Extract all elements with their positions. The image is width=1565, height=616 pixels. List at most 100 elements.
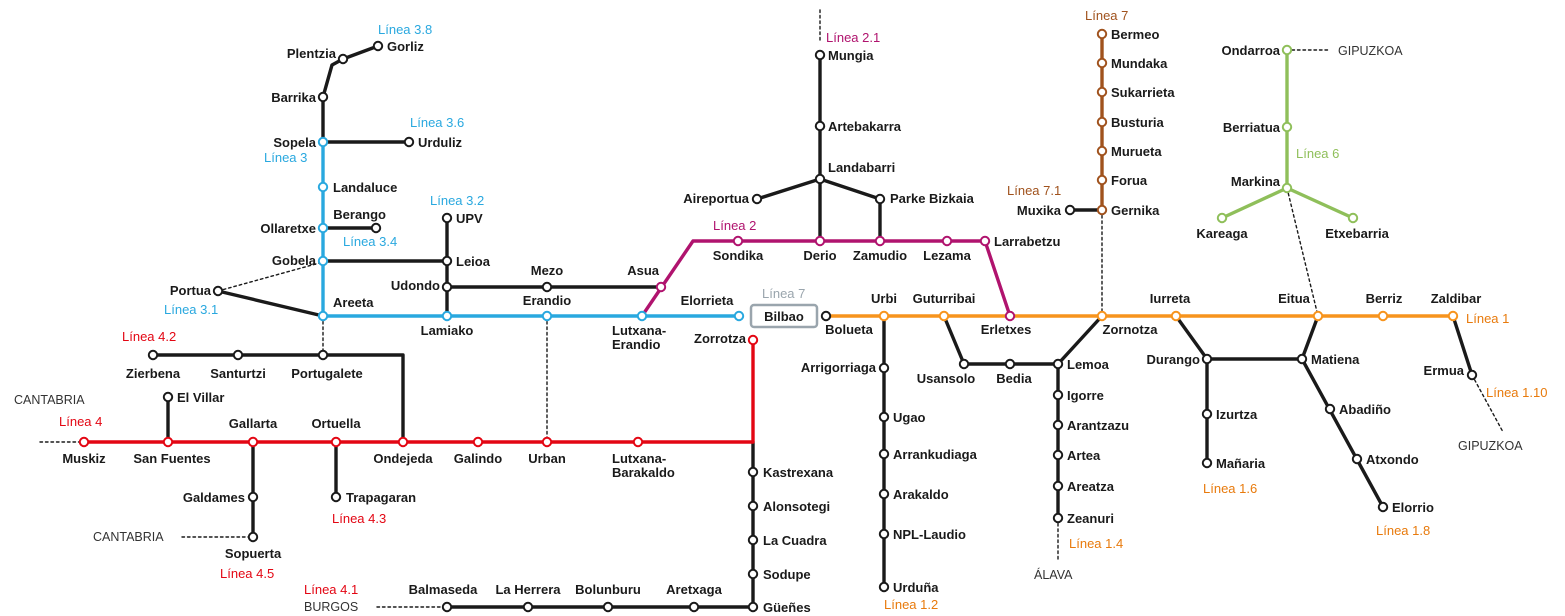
- station-igorre[interactable]: [1052, 389, 1064, 401]
- station-sondika[interactable]: [732, 235, 744, 247]
- station-lutxana-barakaldo[interactable]: [632, 436, 644, 448]
- station-ugao[interactable]: [878, 411, 890, 423]
- station-ondarroa[interactable]: [1281, 44, 1293, 56]
- station-aretxaga[interactable]: [688, 601, 700, 613]
- station-berango[interactable]: [370, 222, 382, 234]
- station-zaldibar[interactable]: [1447, 310, 1459, 322]
- station-artea[interactable]: [1052, 449, 1064, 461]
- station-lamiako[interactable]: [441, 310, 453, 322]
- station-parke-bizkaia[interactable]: [874, 193, 886, 205]
- station-erletxes[interactable]: [1004, 310, 1016, 322]
- station-zeanuri[interactable]: [1052, 512, 1064, 524]
- station-mungia[interactable]: [814, 49, 826, 61]
- station-forua[interactable]: [1096, 174, 1108, 186]
- station-mezo[interactable]: [541, 281, 553, 293]
- station-bolunburu[interactable]: [602, 601, 614, 613]
- station-la-herrera[interactable]: [522, 601, 534, 613]
- station-busturia[interactable]: [1096, 116, 1108, 128]
- station-sopela[interactable]: [317, 136, 329, 148]
- station-lezama[interactable]: [941, 235, 953, 247]
- station-abadino[interactable]: [1324, 403, 1336, 415]
- station-guturribai[interactable]: [938, 310, 950, 322]
- station-sodupe[interactable]: [747, 568, 759, 580]
- station-galdames[interactable]: [247, 491, 259, 503]
- station-murueta[interactable]: [1096, 145, 1108, 157]
- station-kastrexana[interactable]: [747, 466, 759, 478]
- station-larrabetzu[interactable]: [979, 235, 991, 247]
- station-guenes[interactable]: [747, 601, 759, 613]
- station-portua[interactable]: [212, 285, 224, 297]
- station-leioa[interactable]: [441, 255, 453, 267]
- station-landaluce[interactable]: [317, 181, 329, 193]
- station-usansolo[interactable]: [958, 358, 970, 370]
- station-gallarta[interactable]: [247, 436, 259, 448]
- station-elorrieta[interactable]: [733, 310, 745, 322]
- station-gorliz[interactable]: [372, 40, 384, 52]
- station-bermeo[interactable]: [1096, 28, 1108, 40]
- station-atxondo[interactable]: [1351, 453, 1363, 465]
- station-zierbena[interactable]: [147, 349, 159, 361]
- station-gernika[interactable]: [1096, 204, 1108, 216]
- station-urduliz[interactable]: [403, 136, 415, 148]
- station-ondejeda[interactable]: [397, 436, 409, 448]
- station-ortuella[interactable]: [330, 436, 342, 448]
- station-udondo[interactable]: [441, 281, 453, 293]
- station-erandio[interactable]: [541, 310, 553, 322]
- station-areatza[interactable]: [1052, 480, 1064, 492]
- station-arakaldo[interactable]: [878, 488, 890, 500]
- station-izurtza[interactable]: [1201, 408, 1213, 420]
- station-zornotza[interactable]: [1096, 310, 1108, 322]
- station-berriz[interactable]: [1377, 310, 1389, 322]
- station-arantzazu[interactable]: [1052, 419, 1064, 431]
- station-urbi[interactable]: [878, 310, 890, 322]
- station-zamudio[interactable]: [874, 235, 886, 247]
- station-kareaga[interactable]: [1216, 212, 1228, 224]
- station-ollaretxe[interactable]: [317, 222, 329, 234]
- station-upv[interactable]: [441, 212, 453, 224]
- station-alonsotegi[interactable]: [747, 500, 759, 512]
- station-gobela[interactable]: [317, 255, 329, 267]
- station-bolueta[interactable]: [820, 310, 832, 322]
- station-ermua[interactable]: [1466, 369, 1478, 381]
- station-galindo[interactable]: [472, 436, 484, 448]
- station-manaria[interactable]: [1201, 457, 1213, 469]
- station-artebakarra[interactable]: [814, 120, 826, 132]
- station-portugalete[interactable]: [317, 349, 329, 361]
- station-lemoa[interactable]: [1052, 358, 1064, 370]
- station-lutxana[interactable]: [636, 310, 648, 322]
- station-el-villar[interactable]: [162, 391, 174, 403]
- station-san-fuentes[interactable]: [162, 436, 174, 448]
- station-berriatua[interactable]: [1281, 121, 1293, 133]
- station-asua[interactable]: [655, 281, 667, 293]
- station-iurreta[interactable]: [1170, 310, 1182, 322]
- station-mundaka[interactable]: [1096, 57, 1108, 69]
- station-durango[interactable]: [1201, 353, 1213, 365]
- station-arrankudiaga[interactable]: [878, 448, 890, 460]
- station-sopuerta[interactable]: [247, 531, 259, 543]
- station-arrigorriaga[interactable]: [878, 362, 890, 374]
- station-matiena[interactable]: [1296, 353, 1308, 365]
- bilbao-station-box[interactable]: [749, 303, 819, 329]
- station-landabarri[interactable]: [814, 173, 826, 185]
- station-urban[interactable]: [541, 436, 553, 448]
- station-npl-laudio[interactable]: [878, 528, 890, 540]
- station-sukarrieta[interactable]: [1096, 86, 1108, 98]
- station-muskiz[interactable]: [78, 436, 90, 448]
- station-urduna[interactable]: [878, 581, 890, 593]
- station-aireportua[interactable]: [751, 193, 763, 205]
- station-areeta[interactable]: [317, 310, 329, 322]
- station-zorrotza[interactable]: [747, 334, 759, 346]
- station-eitua[interactable]: [1312, 310, 1324, 322]
- station-plentzia[interactable]: [337, 53, 349, 65]
- station-bedia[interactable]: [1004, 358, 1016, 370]
- station-derio[interactable]: [814, 235, 826, 247]
- station-santurtzi[interactable]: [232, 349, 244, 361]
- station-balmaseda[interactable]: [441, 601, 453, 613]
- station-trapagaran[interactable]: [330, 491, 342, 503]
- station-barrika[interactable]: [317, 91, 329, 103]
- station-markina[interactable]: [1281, 182, 1293, 194]
- station-etxebarria[interactable]: [1347, 212, 1359, 224]
- station-elorrio[interactable]: [1377, 501, 1389, 513]
- station-la-cuadra[interactable]: [747, 534, 759, 546]
- station-muxika[interactable]: [1064, 204, 1076, 216]
